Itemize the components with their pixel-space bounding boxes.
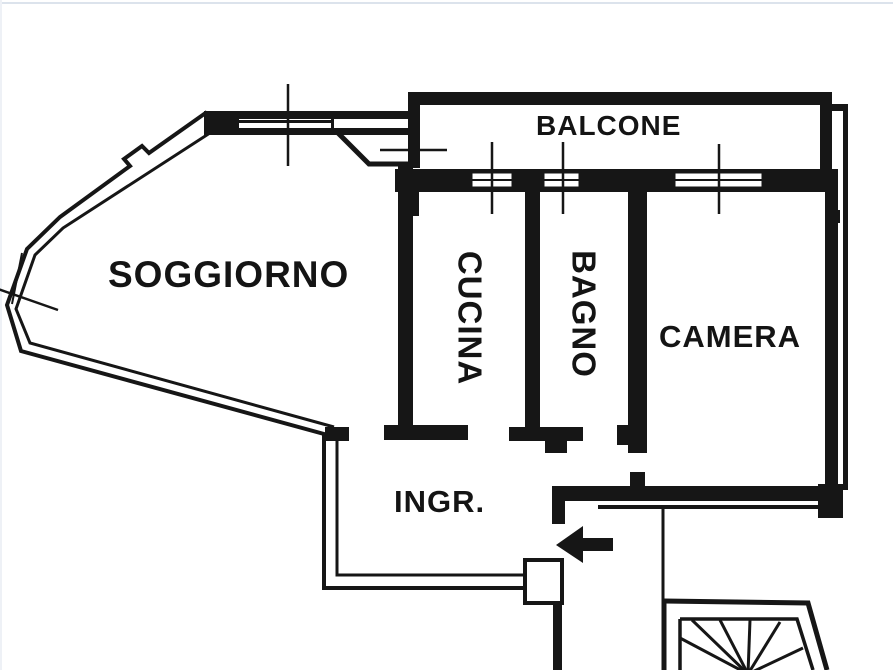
scan-artifact-line (0, 2, 893, 4)
wall (204, 111, 239, 135)
partition-walls (384, 164, 840, 518)
wall-step (832, 210, 840, 223)
bagno-window-icon (541, 170, 582, 190)
bagno-south-wall (509, 427, 583, 441)
room-label-soggiorno: SOGGIORNO (108, 254, 350, 295)
window-glass-line (238, 120, 334, 123)
interior-boundary-line (14, 129, 335, 429)
wall-stub (628, 432, 647, 453)
window-frame (331, 111, 334, 135)
stair-inner-rail (680, 617, 815, 670)
wall-soggiorno-cucina (398, 164, 413, 426)
entrance (523, 526, 613, 670)
balcony-junction-wall (336, 131, 415, 167)
wall-stub (630, 472, 645, 488)
north-exterior-wall (395, 169, 838, 192)
balcony-parapet-top (408, 92, 832, 105)
entrance-door-jamb-left (523, 558, 564, 605)
wall-step (408, 186, 419, 216)
balcony-walls (408, 92, 848, 490)
tick (0, 288, 59, 312)
stairwell-wall (553, 601, 562, 670)
balcony-parapet-right (820, 92, 832, 172)
camera-east-wall (825, 188, 838, 518)
wall (204, 111, 410, 119)
north-wall-band (395, 169, 838, 192)
soggiorno-perimeter-walls (4, 110, 527, 590)
building-outer-edge (843, 104, 848, 490)
entrance-arrow-icon (556, 526, 613, 563)
south-wall (552, 472, 843, 524)
entry-corner-block (325, 427, 349, 441)
south-wall-band (552, 486, 843, 501)
room-label-cucina: CUCINA (451, 250, 489, 386)
wall (204, 128, 410, 135)
window-axis-ticks (0, 84, 721, 312)
stair-treads (679, 618, 804, 670)
wall-stub (545, 441, 567, 453)
entry-inner-wall-line (335, 440, 527, 577)
staircase-icon (661, 509, 830, 670)
entrance-door-jamb-right (552, 486, 565, 524)
corner-pillar (818, 484, 843, 518)
room-label-balcone: BALCONE (536, 110, 682, 141)
room-label-bagno: BAGNO (565, 250, 603, 378)
cucina-south-wall (384, 425, 468, 440)
exterior-boundary-line (4, 110, 527, 590)
room-label-camera: CAMERA (659, 319, 802, 354)
stair-outer-wall (663, 598, 830, 670)
soggiorno-north-wall (204, 111, 410, 135)
wall-cucina-bagno (525, 186, 540, 430)
landing-line (598, 505, 832, 509)
wall-bagno-camera (628, 186, 647, 432)
building-edge-step (830, 104, 848, 111)
room-label-ingresso: INGR. (394, 484, 486, 519)
scan-artifact-line (0, 0, 2, 670)
